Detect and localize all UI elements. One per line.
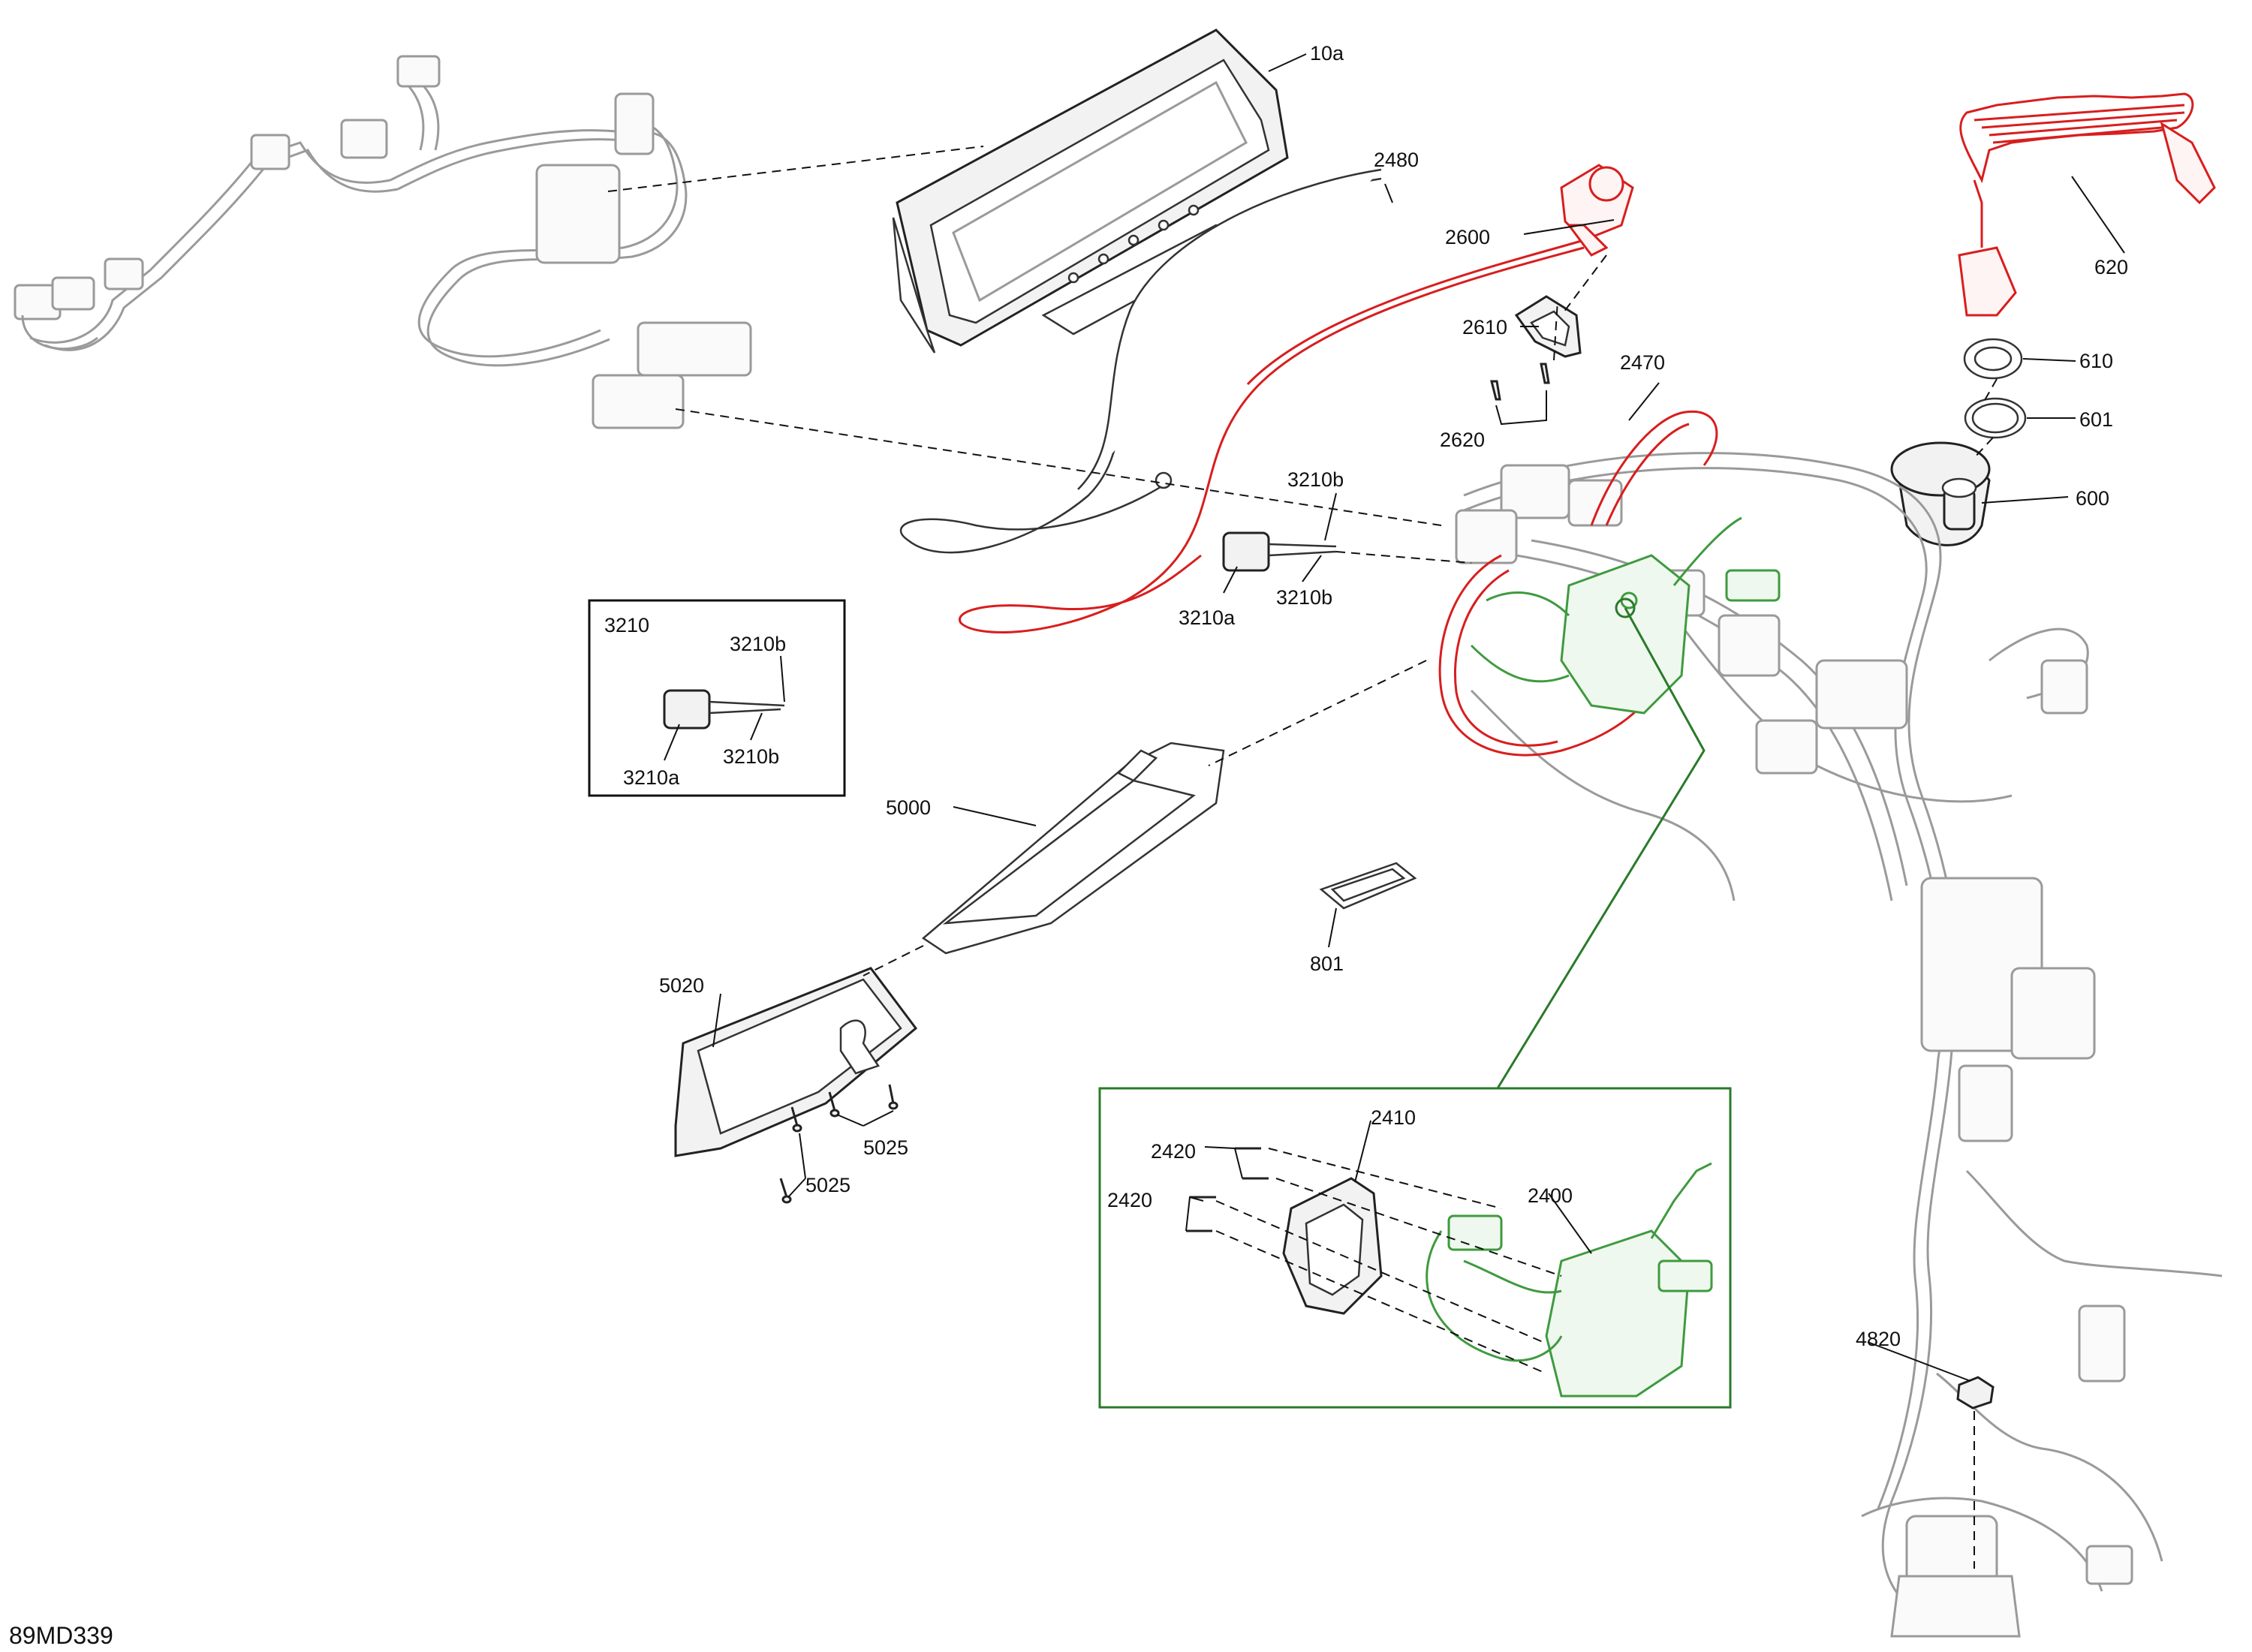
- coil-lanyard-red: [1958, 92, 2216, 317]
- label-620: 620: [2094, 256, 2128, 278]
- label-2420-b: 2420: [1107, 1189, 1152, 1211]
- label-3210b-bottom: 3210b: [1276, 586, 1332, 609]
- console-5000: [921, 742, 1225, 955]
- diagram-code: 89MD339: [9, 1622, 113, 1649]
- red-cable-2470: [1438, 411, 1718, 757]
- label-2400: 2400: [1528, 1184, 1573, 1207]
- tether-cord: [899, 168, 1382, 554]
- label-5025-a: 5025: [863, 1136, 908, 1159]
- label-601: 601: [2079, 408, 2113, 431]
- nut-610: [1963, 338, 2023, 380]
- washer-601: [1964, 397, 2027, 439]
- inset-label-3210b-bottom: 3210b: [723, 745, 779, 768]
- handlebar-switch-green: [1470, 516, 1781, 715]
- label-4820: 4820: [1856, 1328, 1901, 1350]
- assembly-lines: [607, 146, 1998, 1569]
- label-3210b-top: 3210b: [1287, 468, 1344, 491]
- connector-3210: [1222, 531, 1337, 572]
- label-3210a: 3210a: [1179, 606, 1236, 629]
- gasket-801: [1319, 862, 1417, 910]
- green-detail-box: [1098, 597, 1732, 1409]
- upper-wiring-harness: [14, 55, 752, 429]
- label-2420-a: 2420: [1151, 1140, 1196, 1163]
- screws-5025: [779, 1084, 899, 1204]
- label-2470: 2470: [1620, 351, 1665, 374]
- inset-box-3210: [588, 599, 846, 797]
- label-610: 610: [2079, 350, 2113, 372]
- label-2600: 2600: [1445, 226, 1490, 248]
- nut-4820: [1956, 1376, 1995, 1410]
- part-labels: 10a 2480 2600 2610 2620 2470 620 610 601…: [9, 42, 2128, 1649]
- label-2480: 2480: [1374, 149, 1419, 171]
- main-wiring-harness: [1455, 452, 2223, 1638]
- bracket-5020: [674, 967, 918, 1157]
- ignition-switch-600: [1890, 441, 1991, 546]
- label-2620: 2620: [1440, 429, 1485, 451]
- inset-label-3210a: 3210a: [623, 766, 680, 789]
- label-10a: 10a: [1310, 42, 1344, 65]
- label-801: 801: [1310, 952, 1344, 975]
- label-2410: 2410: [1371, 1106, 1416, 1129]
- label-5020: 5020: [659, 974, 704, 997]
- dess-switch-red: [959, 164, 1634, 633]
- label-5000: 5000: [886, 796, 931, 819]
- label-5025-b: 5025: [805, 1174, 851, 1196]
- inset-label-3210b-top: 3210b: [730, 633, 786, 655]
- leader-lines: [664, 53, 2125, 1382]
- label-2610: 2610: [1462, 316, 1507, 339]
- label-600: 600: [2076, 487, 2109, 510]
- inset-label-3210: 3210: [604, 614, 649, 636]
- switch-bracket: [1514, 295, 1582, 358]
- screws-2620: [1490, 363, 1550, 401]
